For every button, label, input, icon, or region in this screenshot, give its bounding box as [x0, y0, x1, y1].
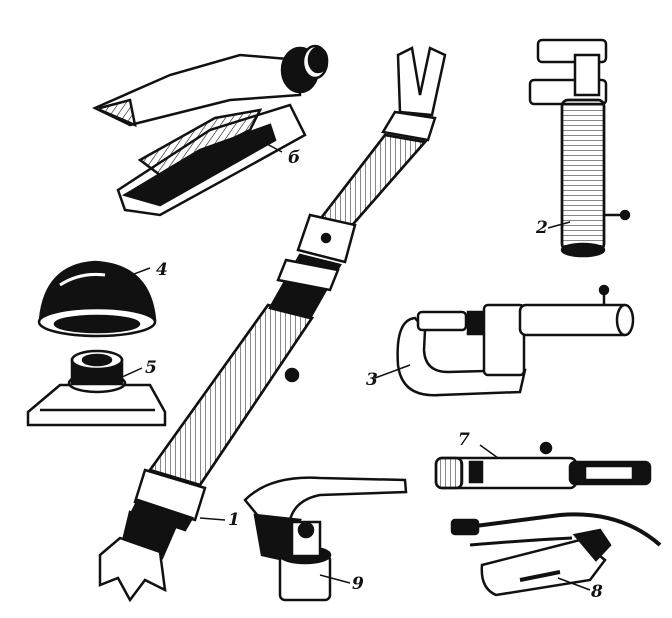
- lever-tool-9: [243, 476, 408, 602]
- label-tool-2: 2: [536, 218, 548, 238]
- vertical-clamp-tool-2: [528, 38, 631, 258]
- clamp-tool-6: [92, 44, 329, 217]
- label-tool-1: 1: [228, 510, 240, 530]
- tubular-tool-7: [434, 441, 652, 490]
- label-tool-9: 9: [352, 574, 364, 594]
- base-plate-tool-5: [26, 349, 167, 427]
- label-tool-3: 3: [366, 370, 378, 390]
- label-leaders: [117, 134, 591, 591]
- c-clamp-tool-3: [396, 284, 635, 397]
- label-tool-4: 4: [156, 260, 168, 280]
- label-tool-6: б: [288, 148, 301, 168]
- grip-tool-8: [450, 512, 662, 597]
- label-tool-8: 8: [591, 582, 603, 602]
- label-tool-7: 7: [458, 430, 470, 450]
- extension-bar-tool-1: [98, 46, 447, 603]
- label-tool-5: 5: [145, 358, 157, 378]
